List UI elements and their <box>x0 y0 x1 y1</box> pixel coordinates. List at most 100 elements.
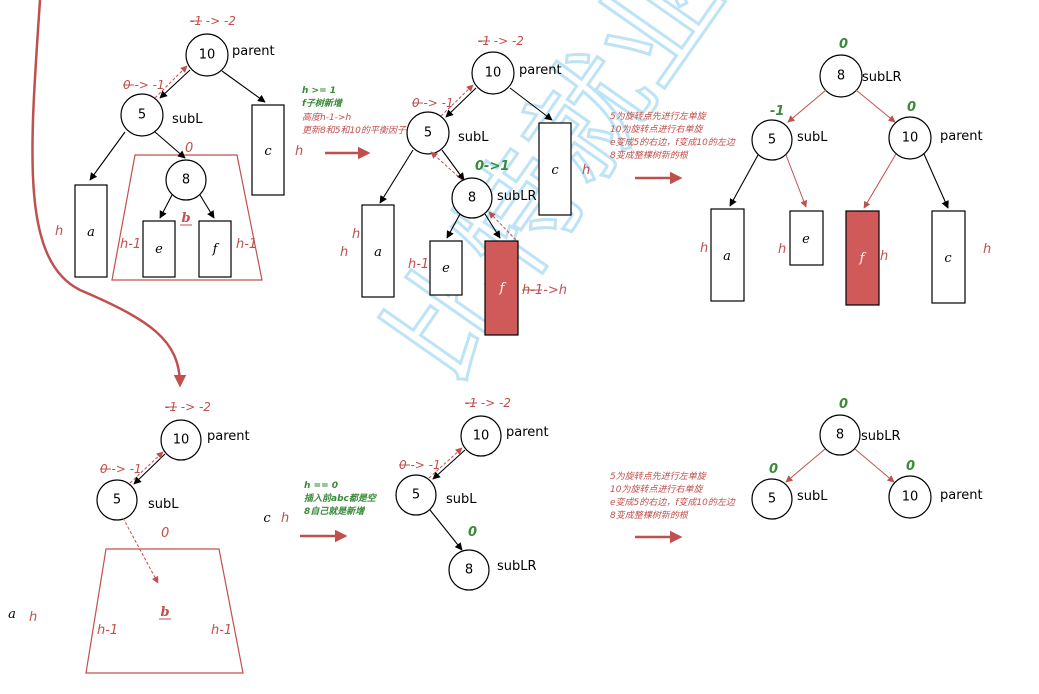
tree-bottom-before: -1 -> -2 10 parent 0 -> -1 5 subL c h 0 … <box>8 400 289 674</box>
a-height: h <box>55 224 63 239</box>
svg-text:h-1: h-1 <box>408 257 429 272</box>
svg-text:10: 10 <box>473 429 490 444</box>
svg-text:subLR: subLR <box>862 70 902 85</box>
svg-text:a: a <box>8 607 16 622</box>
svg-text:10: 10 <box>902 131 919 146</box>
svg-text:8变成整棵树新的根: 8变成整棵树新的根 <box>610 510 689 521</box>
svg-text:10: 10 <box>173 433 190 448</box>
svg-text:5: 5 <box>768 492 776 507</box>
subtree-b-trapezoid <box>85 548 244 674</box>
svg-text:c: c <box>944 251 952 266</box>
svg-text:5为旋转点先进行左单旋: 5为旋转点先进行左单旋 <box>610 111 708 122</box>
subtree-c <box>251 104 285 196</box>
note-rotation-2: 5为旋转点先进行左单旋 10为旋转点进行右单旋 e变成5的右边，f变成10的左边… <box>610 471 736 521</box>
node-8 <box>165 159 207 201</box>
svg-text:parent: parent <box>207 429 250 444</box>
svg-text:5: 5 <box>424 126 432 141</box>
node-8 <box>448 549 490 591</box>
bf-label-8: 0->1 <box>475 159 509 174</box>
svg-text:高度h-1->h: 高度h-1->h <box>302 112 351 123</box>
svg-text:subL: subL <box>458 130 489 145</box>
node-5 <box>120 93 164 137</box>
node-5 <box>751 119 793 161</box>
bf-label-5: 0 -> -1 <box>123 78 165 92</box>
svg-text:8: 8 <box>837 69 845 84</box>
subtree-a-label: a <box>87 225 95 240</box>
svg-text:a: a <box>374 245 382 260</box>
node-5 <box>751 478 793 520</box>
svg-text:e: e <box>442 261 450 276</box>
svg-text:a: a <box>723 249 731 264</box>
subL-label: subL <box>172 112 203 127</box>
subtree-a <box>361 204 395 298</box>
parent-label: parent <box>232 44 275 59</box>
svg-text:0: 0 <box>468 525 477 540</box>
svg-text:h: h <box>352 227 360 242</box>
node-10 <box>471 51 515 95</box>
node-8-root <box>819 414 861 456</box>
svg-text:5: 5 <box>412 488 420 503</box>
node-10-label: 10 <box>199 48 216 63</box>
svg-text:-1 -> -2: -1 -> -2 <box>465 396 511 410</box>
svg-text:subLR: subLR <box>861 429 901 444</box>
node-10 <box>888 475 932 519</box>
svg-text:parent: parent <box>940 488 983 503</box>
node-10 <box>460 415 502 457</box>
subtree-c <box>538 122 572 216</box>
svg-text:subLR: subLR <box>497 189 537 204</box>
svg-text:e: e <box>802 232 810 247</box>
svg-text:h: h <box>29 610 37 625</box>
svg-text:f: f <box>499 281 507 296</box>
svg-text:subLR: subLR <box>497 559 537 574</box>
svg-text:h: h <box>880 249 888 264</box>
svg-text:h: h <box>778 242 786 257</box>
b-label: b <box>181 211 190 226</box>
node-5 <box>96 479 138 521</box>
svg-text:8: 8 <box>836 428 844 443</box>
svg-text:c: c <box>551 163 559 178</box>
subtree-e <box>789 210 824 266</box>
svg-text:0 -> -1: 0 -> -1 <box>412 96 454 110</box>
subtree-e-label: e <box>155 242 163 257</box>
node-10 <box>185 33 229 77</box>
f-height: h-1 <box>236 237 257 252</box>
svg-text:f: f <box>859 251 867 266</box>
tree-bottom-after-rotation: 0 8 subLR 0 5 subL 0 10 parent <box>751 397 983 520</box>
svg-text:h: h <box>340 245 348 260</box>
e-height: h-1 <box>120 237 141 252</box>
svg-text:h-1: h-1 <box>211 623 232 638</box>
svg-text:8: 8 <box>465 563 473 578</box>
svg-text:0: 0 <box>769 462 778 477</box>
svg-text:8自己就是新增: 8自己就是新增 <box>304 506 365 517</box>
svg-text:parent: parent <box>940 129 983 144</box>
svg-text:8: 8 <box>468 191 476 206</box>
svg-text:parent: parent <box>506 425 549 440</box>
tree-bottom-after-insert: -1 -> -2 10 parent 0 -> -1 5 subL 0 8 su… <box>395 396 549 591</box>
svg-text:8变成整棵树新的根: 8变成整棵树新的根 <box>610 150 689 161</box>
note-rotation-1: 5为旋转点先进行左单旋 10为旋转点进行右单旋 e变成5的右边，f变成10的左边… <box>610 111 736 161</box>
svg-text:5: 5 <box>113 493 121 508</box>
node-5 <box>395 474 437 516</box>
subtree-e <box>142 220 176 278</box>
f-height-change: h-1->h <box>522 283 567 298</box>
node-8-label: 8 <box>182 173 190 188</box>
svg-text:e变成5的右边，f变成10的左边: e变成5的右边，f变成10的左边 <box>610 137 736 148</box>
svg-text:c: c <box>263 511 271 526</box>
node-8-root <box>819 54 863 98</box>
node-5-label: 5 <box>138 108 146 123</box>
subtree-f <box>198 220 232 278</box>
note-case1: h >= 1 f子树新增 高度h-1->h 更新8和5和10的平衡因子 <box>302 86 407 136</box>
svg-text:更新8和5和10的平衡因子: 更新8和5和10的平衡因子 <box>302 125 407 136</box>
svg-text:h: h <box>983 242 991 257</box>
svg-text:h >= 1: h >= 1 <box>302 86 336 96</box>
tree-top-before: -1 -> -2 10 parent 0 -> -1 5 subL c h 0 … <box>55 14 303 281</box>
svg-text:h-1: h-1 <box>97 623 118 638</box>
tree-top-after-insert: -1 -> -2 10 parent 0 -> -1 5 subL c h 0-… <box>340 34 590 336</box>
svg-text:subL: subL <box>797 489 828 504</box>
svg-text:-1: -1 <box>770 104 784 119</box>
svg-text:0 -> -1: 0 -> -1 <box>100 462 142 476</box>
curved-flow-arrow <box>31 0 187 388</box>
svg-text:h == 0: h == 0 <box>304 481 338 491</box>
svg-text:e变成5的右边，f变成10的左边: e变成5的右边，f变成10的左边 <box>610 497 736 508</box>
